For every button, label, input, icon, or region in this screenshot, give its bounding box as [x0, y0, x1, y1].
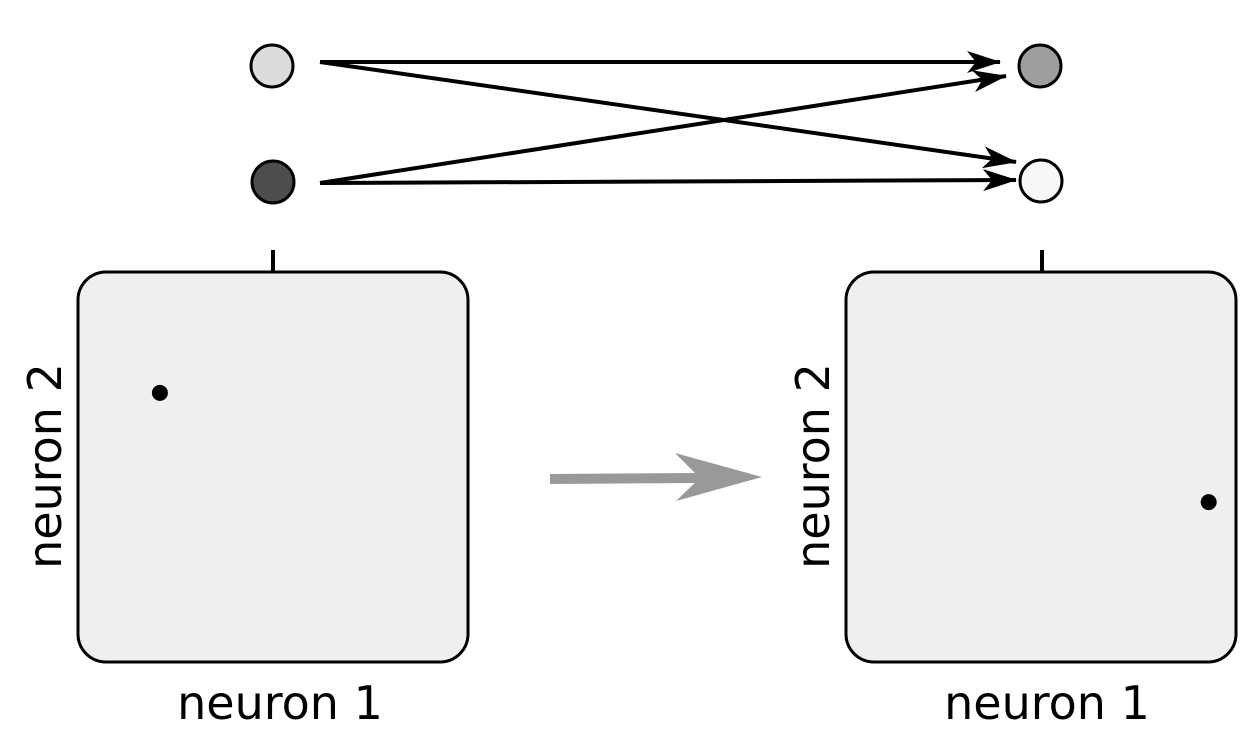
input-state-space [76, 270, 470, 664]
transition-arrow-head [675, 453, 762, 501]
connection-group [319, 51, 1017, 192]
input-neuron-1 [249, 43, 295, 89]
input-state-panel: neuron 1 neuron 2 [18, 270, 470, 730]
output-neuron-1 [1017, 43, 1063, 89]
input-panel-ylabel: neuron 2 [18, 363, 72, 569]
input-state-point [151, 384, 168, 401]
transition-arrow [549, 453, 762, 501]
output-panel-xlabel: neuron 1 [944, 676, 1150, 730]
output-panel-ylabel: neuron 2 [786, 363, 840, 569]
connection-input-1-to-output-2 [319, 60, 1017, 169]
input-panel-xlabel: neuron 1 [177, 676, 383, 730]
neuron-group [249, 43, 1064, 205]
input-neuron-2 [250, 159, 296, 205]
transition-arrow-shaft [549, 473, 701, 484]
output-neuron-2 [1018, 158, 1064, 204]
output-state-panel: neuron 1 neuron 2 [786, 270, 1238, 730]
connection-input-2-to-output-1 [319, 70, 1007, 185]
output-state-space [844, 270, 1238, 664]
output-state-point [1200, 494, 1217, 511]
connection-input-2-to-output-2 [319, 169, 1017, 192]
